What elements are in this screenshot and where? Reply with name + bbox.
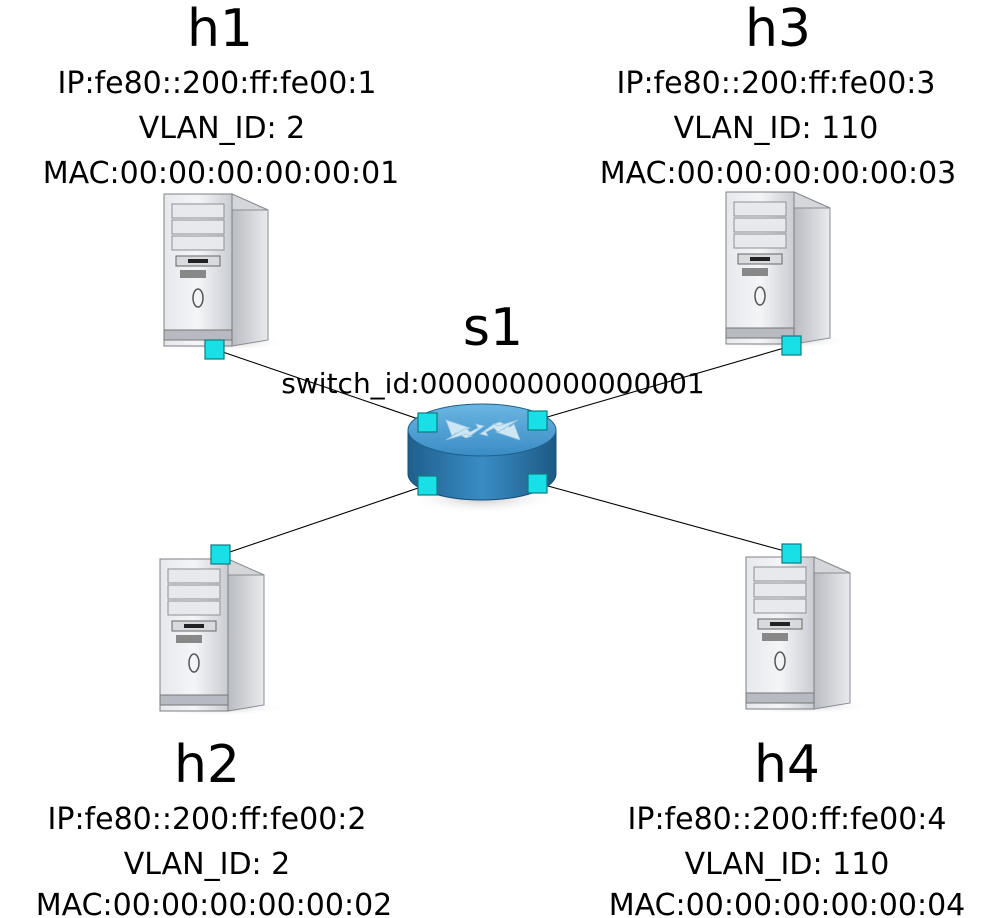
server-tower-icon [711, 191, 853, 350]
host-vlan: VLAN_ID: 110 [685, 847, 890, 882]
port-square-icon[interactable] [781, 543, 802, 564]
links [213, 345, 793, 556]
host-mac: MAC:00:00:00:00:00:01 [43, 156, 400, 191]
host-h4[interactable]: h4 IP:fe80::200:ff:fe00:4 VLAN_ID: 110 M… [609, 543, 966, 918]
host-ip: IP:fe80::200:ff:fe00:1 [58, 66, 377, 101]
port-square-icon[interactable] [417, 475, 438, 496]
host-name: h2 [174, 735, 240, 795]
host-name: h4 [754, 735, 820, 795]
port-square-icon[interactable] [527, 410, 548, 431]
port-square-icon[interactable] [417, 412, 438, 433]
host-h3[interactable]: h3 IP:fe80::200:ff:fe00:3 VLAN_ID: 110 M… [600, 0, 957, 356]
router-icon [407, 403, 557, 514]
switch-id: switch_id:0000000000000001 [281, 367, 704, 400]
server-tower-icon [145, 558, 287, 717]
server-tower-icon [731, 556, 873, 715]
host-vlan: VLAN_ID: 110 [674, 111, 879, 146]
port-square-icon[interactable] [204, 339, 225, 360]
link-h3-s1 [536, 345, 792, 421]
host-h1[interactable]: h1 IP:fe80::200:ff:fe00:1 VLAN_ID: 2 MAC… [43, 0, 400, 360]
host-vlan: VLAN_ID: 2 [139, 111, 306, 146]
switch-name: s1 [463, 298, 523, 358]
host-mac: MAC:00:00:00:00:00:03 [600, 156, 957, 191]
link-h1-s1 [213, 348, 428, 423]
host-mac: MAC:00:00:00:00:00:04 [609, 888, 966, 918]
link-h2-s1 [220, 484, 428, 556]
host-ip: IP:fe80::200:ff:fe00:3 [617, 66, 936, 101]
port-square-icon[interactable] [527, 473, 548, 494]
port-square-icon[interactable] [781, 335, 802, 356]
host-name: h3 [745, 0, 811, 59]
switch-s1[interactable]: s1 switch_id:0000000000000001 [281, 298, 705, 514]
host-h2[interactable]: h2 IP:fe80::200:ff:fe00:2 VLAN_ID: 2 MAC… [36, 544, 393, 918]
host-ip: IP:fe80::200:ff:fe00:2 [48, 802, 367, 837]
port-square-icon[interactable] [210, 544, 231, 565]
host-mac: MAC:00:00:00:00:00:02 [36, 888, 393, 918]
host-name: h1 [187, 0, 253, 59]
host-ip: IP:fe80::200:ff:fe00:4 [628, 802, 947, 837]
server-tower-icon [149, 193, 291, 352]
host-vlan: VLAN_ID: 2 [124, 847, 291, 882]
link-h4-s1 [536, 482, 793, 554]
